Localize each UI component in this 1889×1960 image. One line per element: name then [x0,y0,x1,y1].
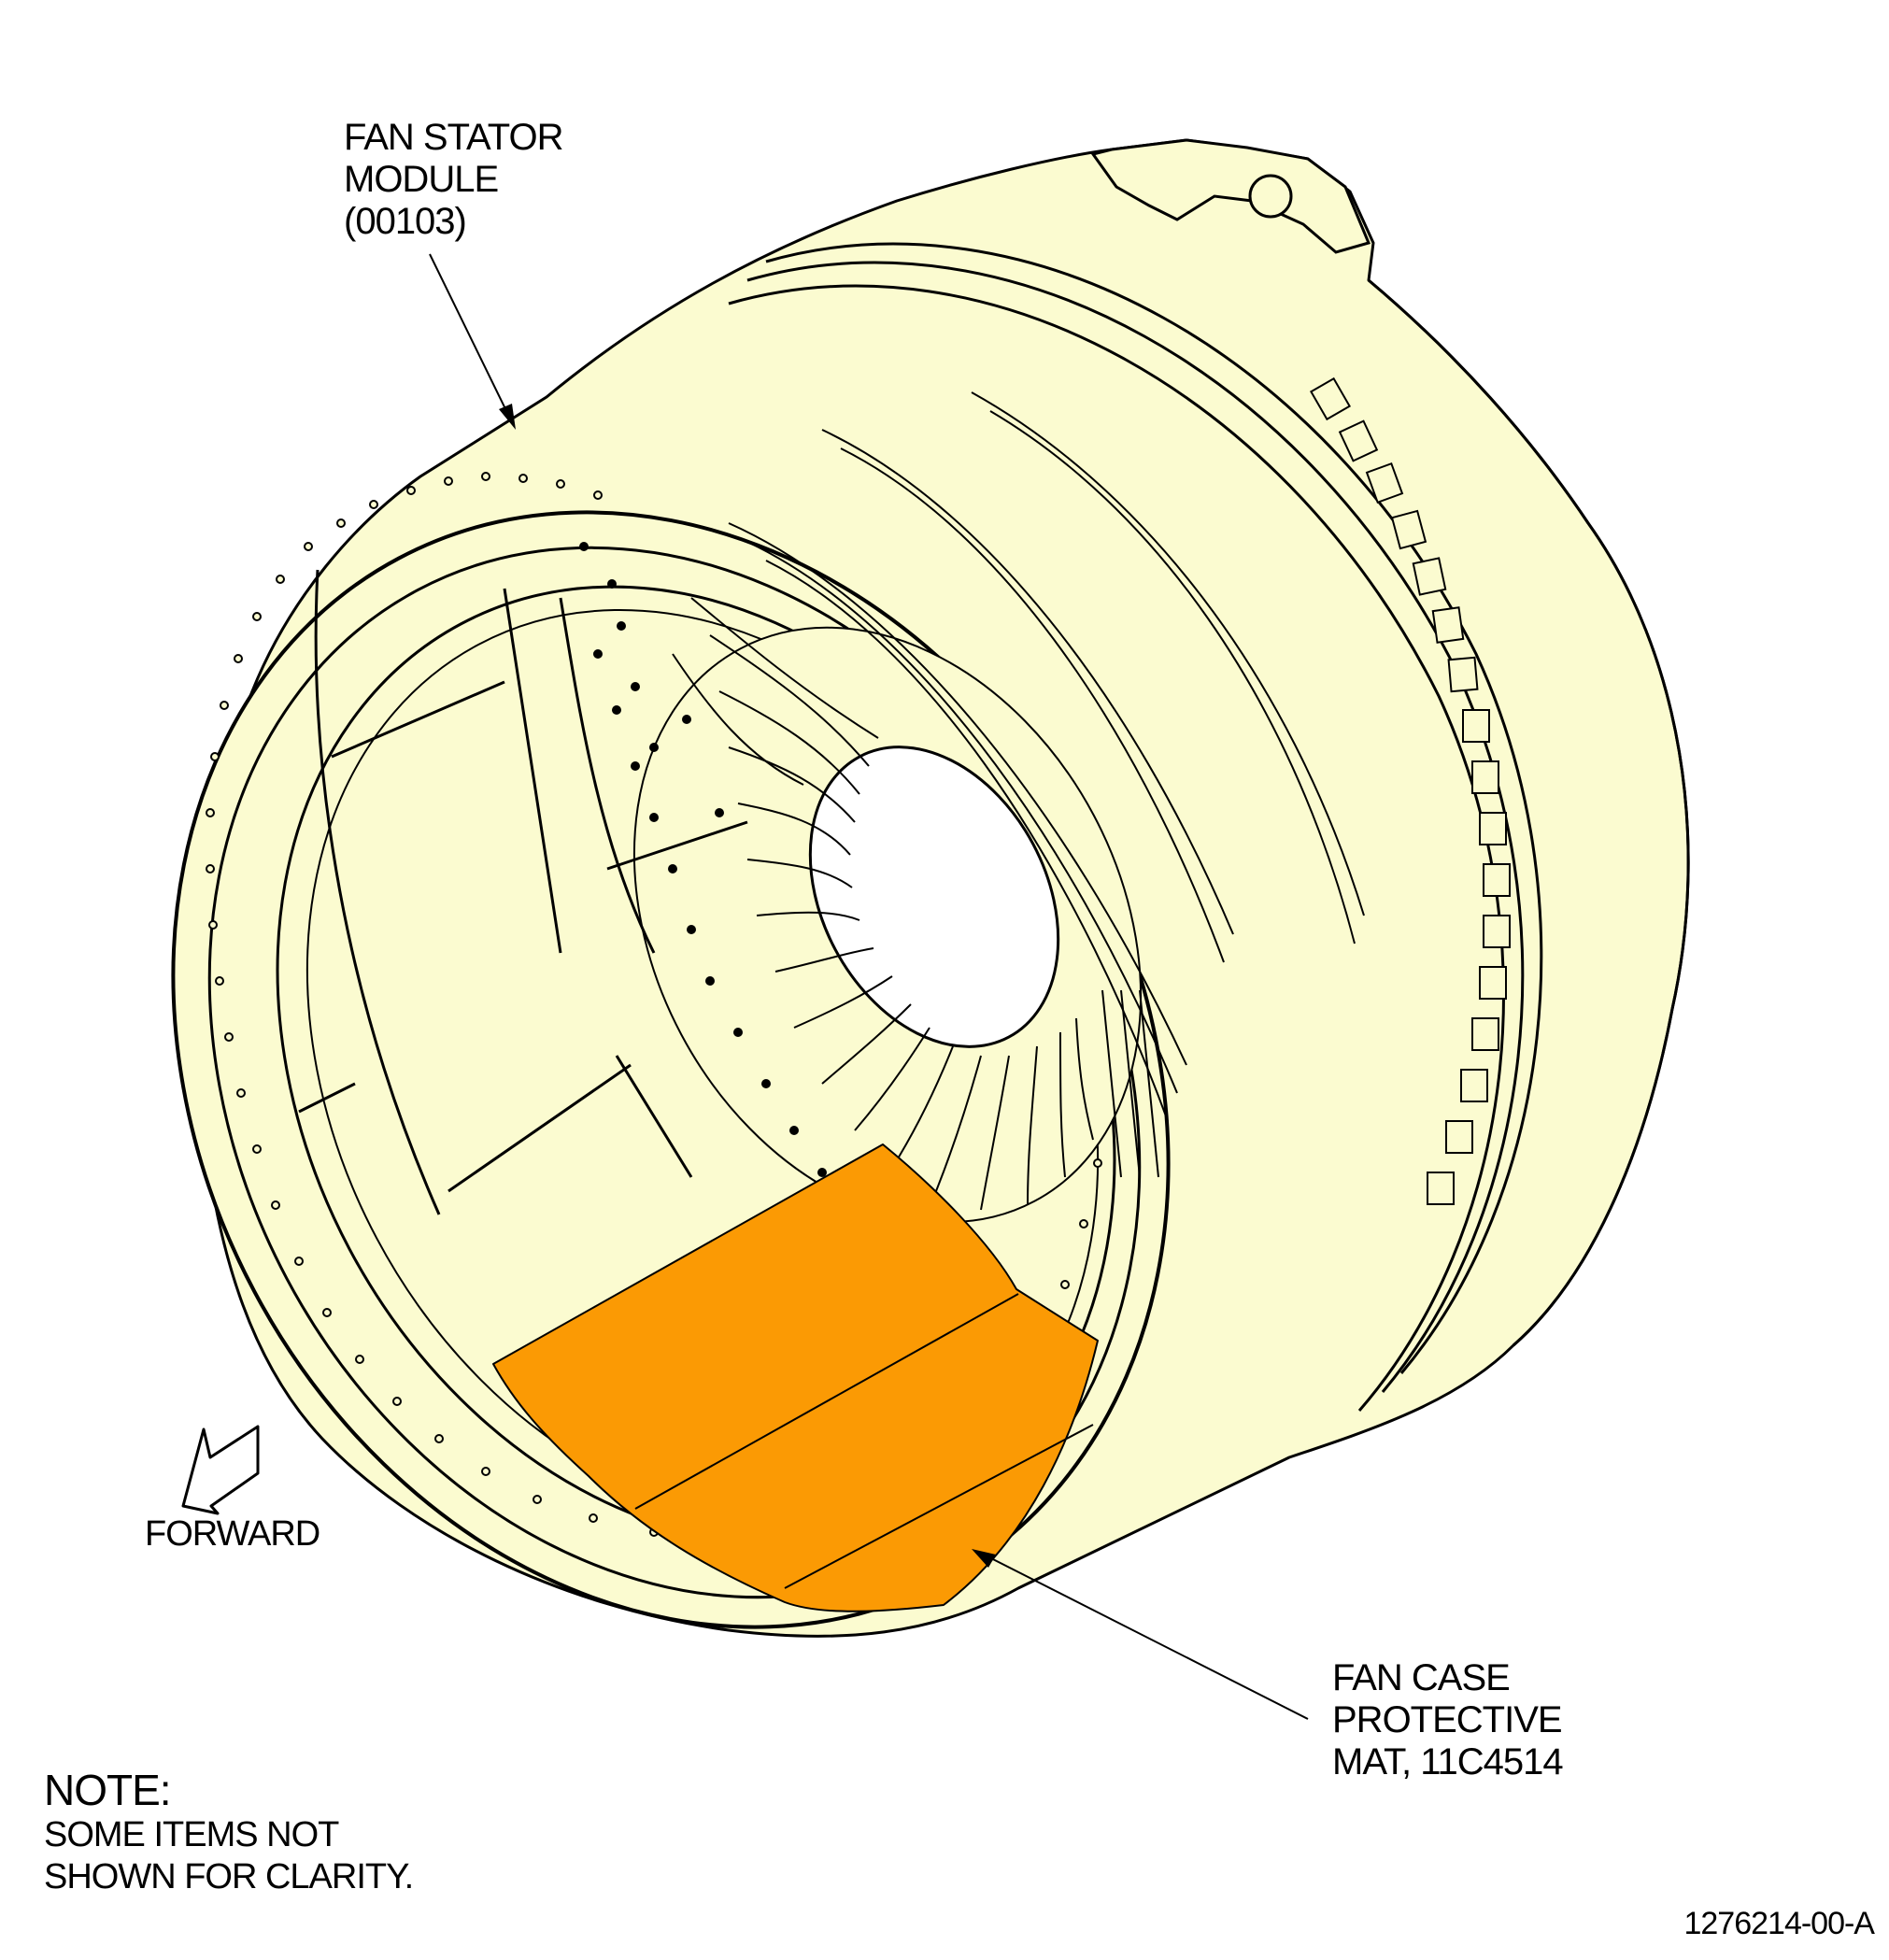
label-line: MODULE [344,159,499,200]
label-line: PROTECTIVE [1332,1699,1563,1740]
protective-mat [492,1143,1099,1612]
protective-mat-seam [784,1424,1094,1589]
top-mount-bracket [1090,138,1371,254]
stator-vanes [672,597,1094,1211]
note-heading: NOTE: [44,1766,172,1814]
label-line: MAT, 11C4514 [1332,1741,1564,1782]
label-line: FAN CASE [1332,1657,1511,1698]
aft-flange-rings [728,242,1690,1412]
mat-leader-line [985,1555,1309,1720]
fan-stator-module-label: FAN STATOR MODULE (00103) [344,117,563,243]
note-block: NOTE: SOME ITEMS NOT SHOWN FOR CLARITY. [44,1766,414,1898]
note-line: SHOWN FOR CLARITY. [44,1857,414,1896]
label-line: FAN STATOR [344,117,563,158]
mat-leader-arrowhead [972,1549,996,1568]
stator-leader-arrowhead [499,404,516,430]
note-line: SOME ITEMS NOT [44,1815,339,1854]
outer-case-lines [728,391,1365,1178]
aft-flange-cells [1310,376,1511,1205]
mount-hole [1248,174,1293,219]
forward-label: FORWARD [145,1514,320,1554]
figure-id: 1276214-00-A [1683,1906,1875,1941]
stator-leader-line [429,253,512,421]
protective-mat-seam [634,1293,1019,1510]
note-text: SOME ITEMS NOT SHOWN FOR CLARITY. [44,1814,414,1898]
label-line: (00103) [344,201,467,242]
forward-arrow-icon [181,1425,260,1515]
protective-mat-label: FAN CASE PROTECTIVE MAT, 11C4514 [1332,1657,1564,1783]
inner-panel-bolts [579,542,827,1177]
inner-panel-seams [298,569,748,1215]
